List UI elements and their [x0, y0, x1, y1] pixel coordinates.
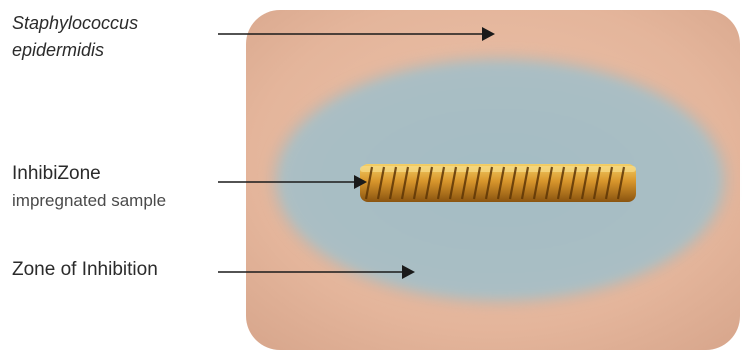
coil-sample: [360, 164, 636, 202]
